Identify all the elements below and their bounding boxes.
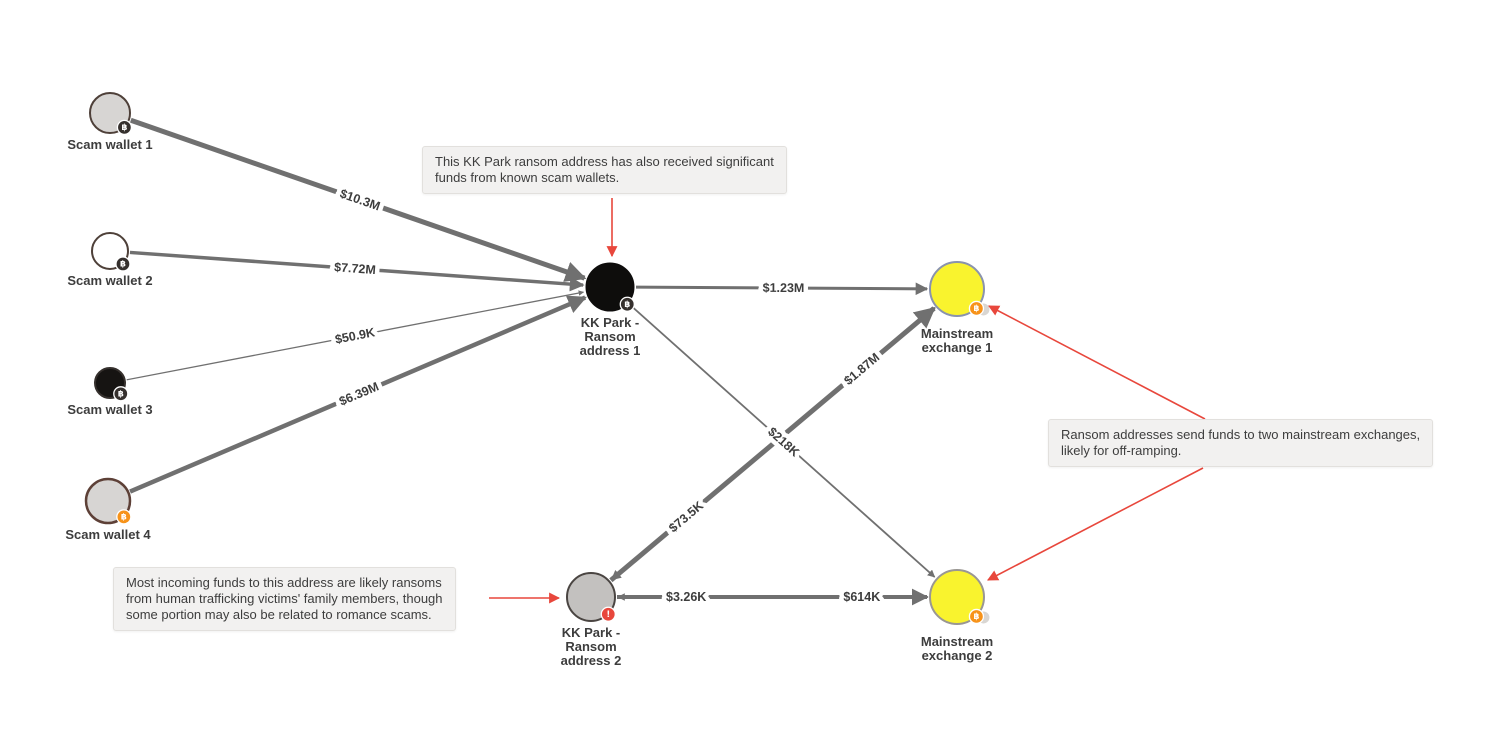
bitcoin-icon [619, 296, 635, 312]
bitcoin-icon-glyph: ฿ [118, 389, 124, 399]
node-scam-wallet-1[interactable]: ฿ [89, 92, 133, 136]
bitcoin-icon [968, 608, 985, 625]
edge-scam-wallet-4-to-kk-park-ransom-1[interactable] [129, 295, 587, 494]
annotation-arrow [988, 305, 1206, 420]
bitcoin-icon-glyph: ฿ [121, 512, 127, 522]
edge-scam-wallet-3-to-kk-park-ransom-1[interactable] [126, 290, 585, 381]
bitcoin-icon-glyph: ฿ [973, 612, 979, 622]
edge-amount-label: $7.72M [334, 260, 377, 277]
bitcoin-icon [113, 386, 129, 402]
edge-scam-wallet-1-to-kk-park-ransom-1[interactable] [129, 117, 587, 282]
mainstream-exchange-2-circle[interactable] [929, 569, 985, 625]
bitcoin-icon-glyph: ฿ [120, 259, 126, 269]
edge-amount-label: $6.39M [337, 379, 381, 408]
node-mainstream-exchange-2[interactable]: ฿ [929, 569, 991, 625]
annotation-arrows-layer [489, 198, 1206, 604]
node-mainstream-exchange-1[interactable]: ฿ [929, 261, 991, 317]
scam-wallet-4-label: Scam wallet 4 [65, 527, 151, 542]
node-scam-wallet-2[interactable]: ฿ [91, 232, 131, 272]
edge-amount-label: $50.9K [334, 325, 376, 346]
node-scam-wallet-3[interactable]: ฿ [94, 367, 129, 402]
bitcoin-icon [968, 300, 985, 317]
edge-kk-park-ransom-1-to-mainstream-exchange-2[interactable] [628, 303, 936, 578]
bitcoin-icon-glyph: ฿ [624, 300, 630, 310]
alert-icon-glyph: ! [606, 610, 610, 620]
edge-kk-park-ransom-1-to-mainstream-exchange-1[interactable] [635, 282, 929, 296]
edges-layer [126, 117, 936, 606]
mainstream-exchange-1-circle[interactable] [929, 261, 985, 317]
annotation-ransom-sources: Most incoming funds to this address are … [113, 567, 456, 631]
annotation-arrow [987, 467, 1204, 581]
edge-amount-label: $614K [843, 590, 880, 604]
edge-amount-label: $218K [765, 425, 802, 460]
edge-amount-label: $73.5K [666, 499, 706, 536]
node-kk-park-ransom-1[interactable]: ฿ [585, 262, 635, 312]
bitcoin-icon-glyph: ฿ [973, 304, 979, 314]
edge-amount-label: $1.87M [841, 350, 882, 388]
scam-wallet-2-label: Scam wallet 2 [67, 273, 152, 288]
scam-wallet-3-label: Scam wallet 3 [67, 402, 152, 417]
bitcoin-icon-glyph: ฿ [121, 123, 127, 133]
annotation-scam-funds: This KK Park ransom address has also rec… [422, 146, 787, 194]
edge-mainstream-exchange-1-to-kk-park-ransom-2[interactable] [610, 306, 936, 581]
edge-amount-label: $3.26K [666, 590, 706, 604]
alert-icon [600, 606, 616, 622]
edge-scam-wallet-2-to-kk-park-ransom-1[interactable] [129, 250, 585, 292]
edge-amount-label: $1.23M [763, 281, 805, 295]
scam-wallet-1-label: Scam wallet 1 [67, 137, 152, 152]
nodes-layer: ฿฿฿฿฿!฿฿ [84, 92, 991, 625]
bitcoin-icon [115, 256, 131, 272]
edge-amount-label: $10.3M [338, 187, 382, 214]
bitcoin-icon [116, 509, 132, 525]
annotation-offramping: Ransom addresses send funds to two mains… [1048, 419, 1434, 467]
node-kk-park-ransom-2[interactable]: ! [566, 572, 616, 622]
bitcoin-icon [116, 119, 133, 136]
node-scam-wallet-4[interactable]: ฿ [84, 477, 132, 525]
